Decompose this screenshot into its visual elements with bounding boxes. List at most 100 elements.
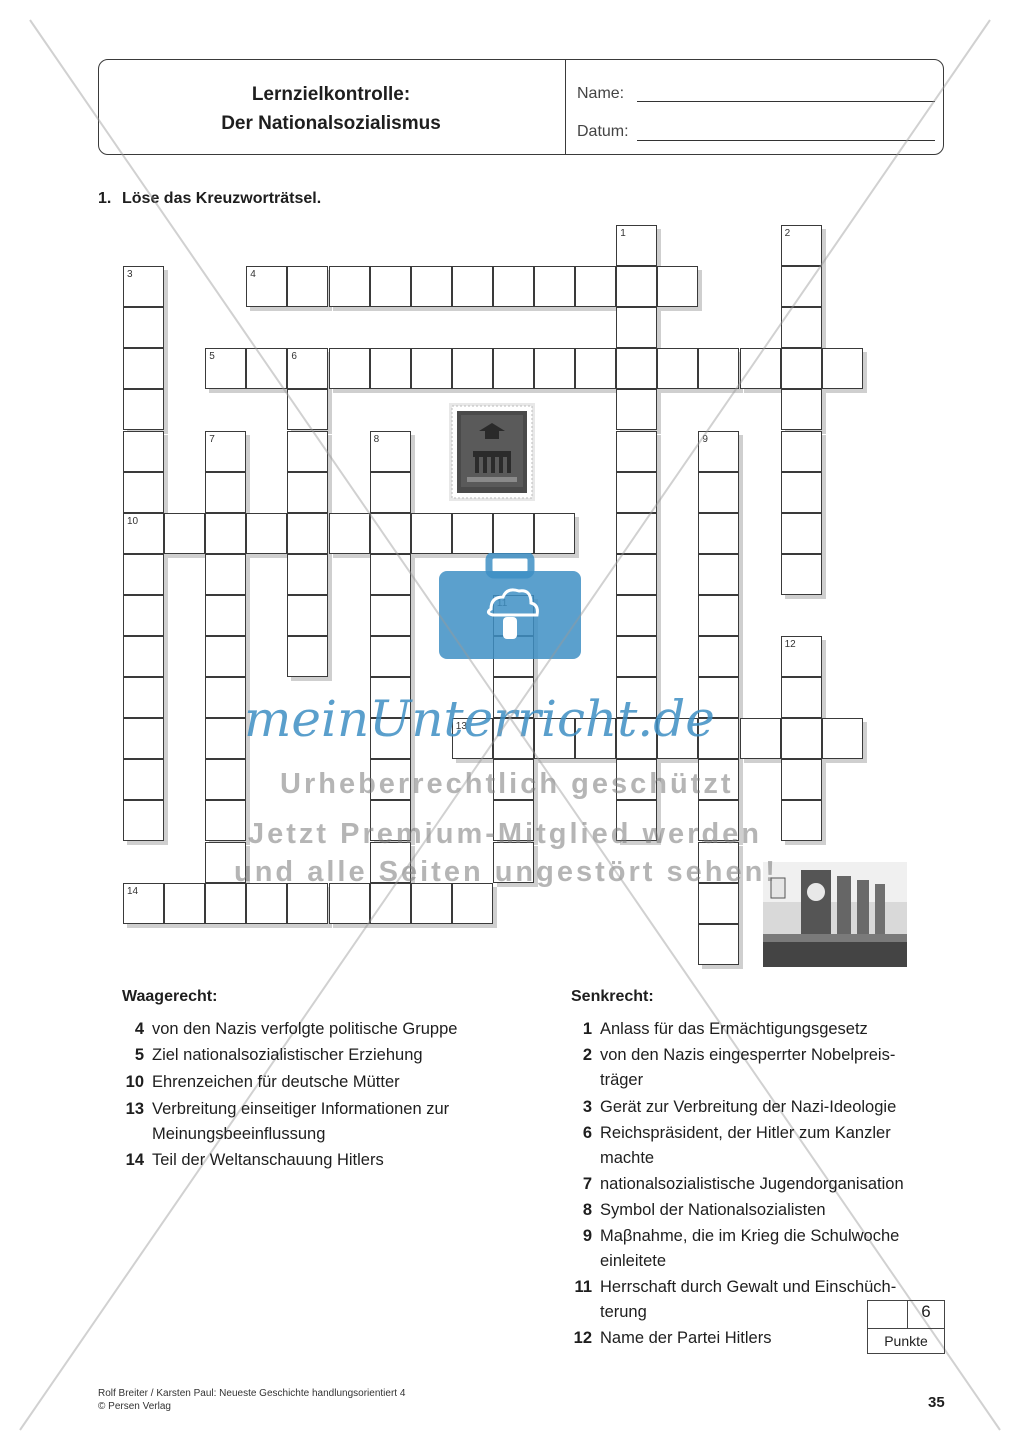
crossword-cell[interactable] [123,553,164,595]
crossword-cell[interactable] [287,553,329,595]
crossword-cell[interactable] [205,882,247,924]
crossword-cell[interactable] [821,718,863,760]
crossword-cell[interactable] [164,882,206,924]
crossword-cell[interactable] [205,471,247,513]
crossword-cell[interactable] [492,841,534,883]
crossword-cell[interactable] [287,430,329,472]
crossword-cell[interactable] [328,512,370,554]
crossword-cell[interactable] [780,512,822,554]
crossword-cell[interactable] [369,882,411,924]
crossword-cell[interactable] [369,594,411,636]
crossword-cell[interactable] [780,430,822,472]
crossword-cell[interactable] [780,677,822,719]
crossword-cell[interactable] [205,636,247,677]
crossword-cell[interactable] [410,266,452,308]
crossword-cell[interactable] [492,512,534,554]
crossword-cell[interactable] [369,677,411,719]
crossword-cell[interactable] [123,800,164,842]
crossword-cell[interactable] [698,471,740,513]
crossword-cell[interactable] [205,800,247,842]
crossword-cell[interactable] [123,594,164,636]
crossword-cell[interactable] [698,348,740,390]
crossword-cell[interactable] [205,841,247,883]
crossword-cell[interactable] [287,882,329,924]
date-field[interactable] [637,140,935,141]
crossword-cell[interactable] [616,430,658,472]
crossword-cell[interactable] [616,553,658,595]
crossword-cell[interactable] [287,594,329,636]
crossword-cell[interactable] [123,759,164,801]
crossword-cell[interactable] [492,266,534,308]
crossword-cell[interactable] [205,348,247,390]
crossword-cell[interactable] [492,677,534,719]
crossword-cell[interactable] [328,348,370,390]
crossword-cell[interactable] [328,882,370,924]
crossword-cell[interactable] [616,800,658,842]
crossword-cell[interactable] [451,882,493,924]
crossword-cell[interactable] [369,759,411,801]
crossword-cell[interactable] [780,718,822,760]
crossword-cell[interactable] [698,882,740,924]
crossword-cell[interactable] [698,677,740,719]
crossword-cell[interactable] [369,800,411,842]
crossword-cell[interactable] [205,553,247,595]
crossword-cell[interactable] [451,348,493,390]
crossword-cell[interactable] [287,512,329,554]
crossword-cell[interactable] [492,759,534,801]
crossword-cell[interactable] [410,882,452,924]
crossword-cell[interactable] [780,266,822,308]
crossword-cell[interactable] [492,800,534,842]
crossword-cell[interactable] [205,512,247,554]
crossword-cell[interactable] [780,225,822,266]
crossword-cell[interactable] [123,471,164,513]
crossword-cell[interactable] [657,348,699,390]
crossword-cell[interactable] [616,594,658,636]
crossword-cell[interactable] [616,636,658,677]
crossword-cell[interactable] [451,718,493,760]
crossword-cell[interactable] [534,348,575,390]
crossword-cell[interactable] [205,759,247,801]
crossword-cell[interactable] [451,266,493,308]
crossword-cell[interactable] [616,266,658,308]
crossword-cell[interactable] [821,348,863,390]
crossword-cell[interactable] [698,553,740,595]
crossword-cell[interactable] [410,512,452,554]
crossword-cell[interactable] [287,636,329,677]
crossword-cell[interactable] [575,348,617,390]
crossword-cell[interactable] [369,348,411,390]
crossword-cell[interactable] [451,512,493,554]
crossword-cell[interactable] [123,636,164,677]
crossword-cell[interactable] [328,266,370,308]
name-field[interactable] [637,101,935,102]
crossword-cell[interactable] [616,718,658,760]
crossword-cell[interactable] [780,636,822,677]
crossword-cell[interactable] [123,512,164,554]
crossword-cell[interactable] [534,266,575,308]
crossword-cell[interactable] [575,266,617,308]
crossword-cell[interactable] [575,718,617,760]
crossword-cell[interactable] [123,389,164,431]
crossword-cell[interactable] [616,389,658,431]
crossword-cell[interactable] [205,594,247,636]
crossword-cell[interactable] [246,882,288,924]
crossword-cell[interactable] [780,389,822,431]
crossword-cell[interactable] [369,512,411,554]
crossword-cell[interactable] [369,430,411,472]
crossword-cell[interactable] [492,718,534,760]
crossword-cell[interactable] [698,800,740,842]
crossword-cell[interactable] [492,348,534,390]
crossword-cell[interactable] [657,266,699,308]
crossword-cell[interactable] [123,882,164,924]
crossword-cell[interactable] [205,430,247,472]
crossword-cell[interactable] [616,225,658,266]
crossword-cell[interactable] [698,841,740,883]
crossword-cell[interactable] [698,759,740,801]
crossword-cell[interactable] [780,759,822,801]
crossword-cell[interactable] [205,718,247,760]
crossword-cell[interactable] [369,471,411,513]
crossword-cell[interactable] [534,512,575,554]
crossword-cell[interactable] [616,677,658,719]
crossword-cell[interactable] [287,389,329,431]
crossword-cell[interactable] [698,512,740,554]
crossword-cell[interactable] [616,759,658,801]
